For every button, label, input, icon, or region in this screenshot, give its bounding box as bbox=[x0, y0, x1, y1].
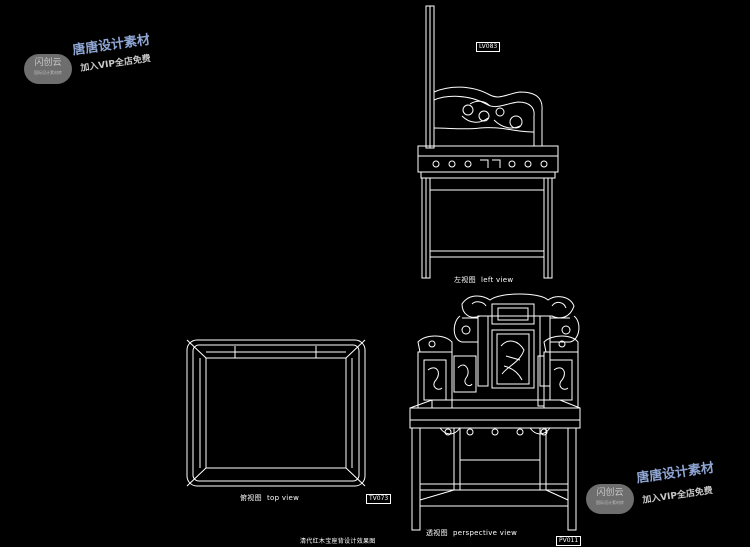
perspective-view-label-en: perspective view bbox=[452, 529, 518, 537]
top-view-label-en: top view bbox=[266, 494, 300, 502]
watermark-badge-text: 闪创云 bbox=[596, 488, 624, 498]
perspective-view-tag: PV011 bbox=[556, 536, 582, 546]
left-view-label-cn: 左视图 bbox=[454, 276, 476, 284]
left-view-drawing bbox=[417, 5, 559, 279]
watermark-badge-sub: 国际设计素材库 bbox=[596, 500, 624, 505]
top-view-label: 俯视图 top view bbox=[240, 493, 299, 503]
perspective-view-label-cn: 透视图 bbox=[426, 529, 448, 537]
left-view-label-en: left view bbox=[480, 276, 514, 284]
top-view-label-cn: 俯视图 bbox=[240, 494, 262, 502]
left-view-label: 左视图 left view bbox=[454, 275, 513, 285]
perspective-view-drawing bbox=[409, 293, 581, 531]
drawing-caption: 清代红木宝座背设计效果图 bbox=[300, 538, 376, 545]
watermark-badge: 闪创云 国际设计素材库 bbox=[24, 54, 72, 84]
left-view-tag: LV083 bbox=[476, 42, 501, 52]
top-view-tag: TV073 bbox=[366, 494, 392, 504]
top-view-drawing bbox=[186, 339, 366, 487]
watermark-badge-text: 闪创云 bbox=[34, 58, 62, 68]
watermark-badge-sub: 国际设计素材库 bbox=[34, 70, 62, 75]
perspective-view-label: 透视图 perspective view bbox=[426, 528, 517, 538]
watermark-badge: 闪创云 国际设计素材库 bbox=[586, 484, 634, 514]
